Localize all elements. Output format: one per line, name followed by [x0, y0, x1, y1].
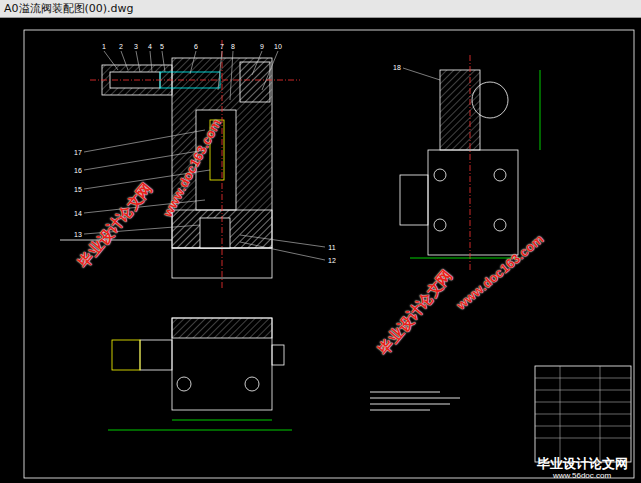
watermark: 毕业设计论文网 [76, 180, 155, 270]
callout-number: 17 [74, 149, 82, 156]
callout-number: 14 [74, 210, 82, 217]
callout-number: 10 [274, 43, 282, 50]
callout-number: 8 [231, 43, 235, 50]
watermark: 毕业设计论文网 [376, 267, 455, 357]
callout-number: 2 [119, 43, 123, 50]
callout-number: 6 [194, 43, 198, 50]
callout-number: 1 [102, 43, 106, 50]
logo-text: 毕业设计论文网 [537, 457, 628, 470]
callout-number: 13 [74, 231, 82, 238]
callout-number: 9 [260, 43, 264, 50]
callout-number: 11 [328, 244, 335, 251]
callout-number: 18 [393, 64, 401, 71]
callout-number: 3 [134, 43, 138, 50]
callout-number: 5 [160, 43, 164, 50]
title-bar: A0溢流阀装配图(00).dwg [0, 0, 641, 18]
callout-number: 12 [328, 257, 336, 264]
callout-number: 16 [74, 167, 82, 174]
logo-url: www.56doc.com [553, 472, 611, 480]
callout-number: 7 [220, 43, 224, 50]
callout-number: 15 [74, 186, 82, 193]
callout-number: 4 [148, 43, 152, 50]
watermark: www.doc163.com [454, 232, 546, 312]
file-title: A0溢流阀装配图(00).dwg [0, 0, 641, 17]
